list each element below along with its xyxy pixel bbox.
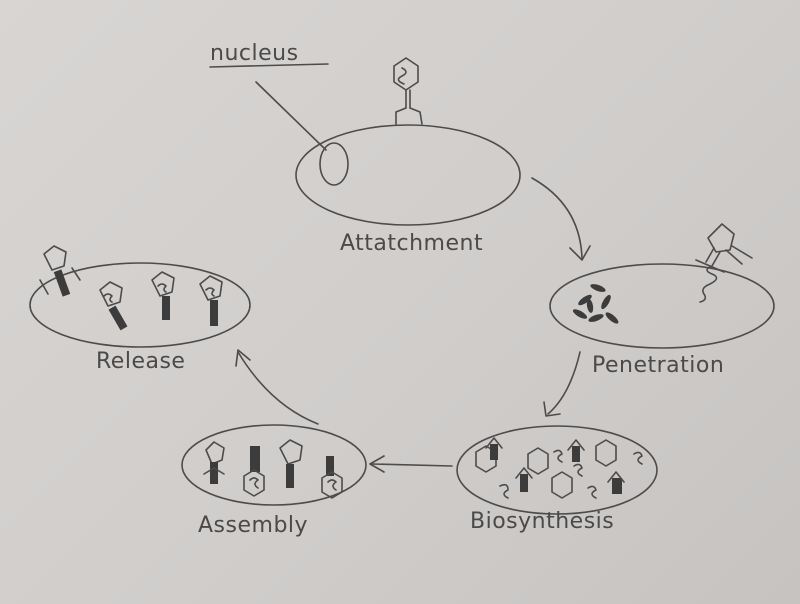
arrow-attatchment-to-penetration — [531, 177, 591, 261]
arrow-assembly-to-release — [235, 349, 319, 425]
host-cell-penetration — [549, 263, 775, 349]
stage-penetration: Penetration — [549, 223, 775, 378]
stage-attatchment: Attatchment — [295, 57, 521, 256]
dna-fragments — [572, 284, 619, 324]
arrow-penetration-to-biosynthesis — [543, 351, 581, 417]
label-nucleus: nucleus — [210, 41, 299, 66]
label-penetration: Penetration — [592, 353, 724, 378]
phage-injecting — [695, 223, 753, 303]
arrow-biosynthesis-to-assembly — [369, 455, 453, 473]
host-cell-release — [29, 262, 251, 348]
label-assembly: Assembly — [198, 513, 308, 538]
stage-assembly: Assembly — [181, 424, 367, 538]
host-cell-biosynthesis — [456, 425, 658, 515]
phage-attaching — [393, 57, 423, 125]
released-phages — [39, 245, 223, 331]
label-release: Release — [96, 349, 185, 374]
host-cell-attatchment — [295, 124, 521, 226]
host-cell-assembly — [181, 424, 367, 506]
stage-release: Release — [29, 245, 251, 374]
label-attatchment: Attatchment — [340, 231, 483, 256]
cycle-arrows — [235, 177, 591, 473]
nucleus-callout: nucleus — [209, 41, 329, 151]
assembled-phages — [203, 439, 343, 499]
nucleus-shape — [319, 142, 349, 186]
nucleus-pointer-line — [255, 81, 327, 151]
phage-parts — [475, 437, 643, 499]
nucleus-underline — [209, 63, 329, 68]
label-biosynthesis: Biosynthesis — [470, 509, 614, 534]
stage-biosynthesis: Biosynthesis — [456, 425, 658, 534]
